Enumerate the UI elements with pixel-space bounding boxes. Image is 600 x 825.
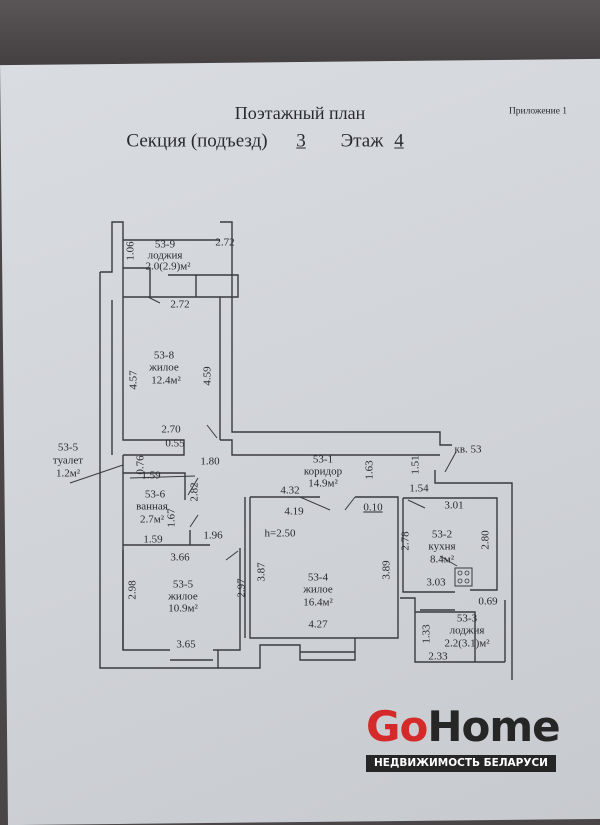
room-area: 8.4м²: [429, 553, 455, 566]
dimension: 3.87: [255, 562, 268, 582]
room-area: 10.9м²: [168, 602, 198, 615]
dimension: 0.55: [165, 437, 185, 450]
room-id: 53-2: [431, 528, 453, 541]
dimension: 3.89: [380, 560, 393, 580]
ceiling-height: h=2.50: [264, 527, 296, 540]
dimension: 2.72: [215, 236, 235, 249]
dimension: 2.80: [479, 530, 492, 550]
gohome-logo: GoHome: [366, 706, 561, 748]
room-area: 2.0(2.9)м²: [145, 260, 191, 273]
floor-label: Этаж: [340, 130, 384, 152]
room-area: 2.7м²: [139, 513, 165, 526]
wall-pillar-top-right: [220, 221, 452, 446]
room-id: 53-5: [57, 441, 79, 454]
dimension: 1.67: [165, 508, 178, 528]
plan-title: Поэтажный план: [234, 103, 366, 123]
floor-plan-drawing: [69, 221, 513, 680]
loggia-53-9: [123, 239, 239, 298]
room-id: 53-1: [312, 453, 334, 466]
dimension: 4.57: [127, 370, 140, 390]
room-53-5: [122, 548, 241, 651]
dimension: 3.03: [426, 576, 446, 589]
room-type: коридор: [303, 465, 343, 478]
dimension: 2.33: [428, 650, 448, 663]
dimension: 2.72: [170, 298, 190, 311]
room-id: 53-9: [154, 238, 176, 251]
dimension: 2.82: [188, 482, 201, 502]
dimension: 1.96: [203, 529, 223, 542]
section-label: Секция (подъезд): [126, 130, 268, 152]
logo-part-go: Go: [366, 702, 428, 751]
room-type: лоджия: [449, 624, 485, 637]
dimension: 1.80: [200, 455, 220, 468]
dimension: 2.70: [161, 423, 181, 436]
room-53-8: [122, 296, 221, 456]
kitchen: [402, 470, 513, 680]
dimension: 2.97: [235, 578, 248, 598]
room-id: 53-3: [456, 612, 478, 625]
dimension: 4.27: [308, 618, 328, 631]
room-area: 14.9м²: [308, 477, 338, 490]
room-type: жилое: [168, 590, 198, 603]
dimension: 1.59: [143, 533, 163, 546]
outer-wall-left: [99, 221, 218, 669]
dimension: 4.19: [284, 505, 304, 518]
room-area: 12.4м²: [151, 374, 181, 387]
apartment-label: кв. 53: [454, 443, 482, 456]
door-swings: [129, 296, 458, 567]
floor-value: 4: [394, 130, 404, 152]
room-type: ванная: [136, 500, 168, 513]
dimension: 1.06: [124, 241, 137, 261]
section-value: 3: [296, 130, 306, 152]
room-area: 1.2м²: [55, 467, 81, 480]
dimension: 1.63: [363, 460, 376, 480]
corridor-wall: [220, 439, 440, 456]
dimension: 2.78: [399, 531, 412, 551]
dimension: 1.54: [409, 482, 429, 495]
room-id: 53-5: [172, 578, 194, 591]
room-area: 2.2(3.1)м²: [444, 637, 490, 650]
logo-part-home: Home: [427, 702, 560, 751]
dimension: 3.65: [176, 638, 196, 651]
room-type: кухня: [428, 540, 456, 553]
dimension: 2.98: [126, 580, 139, 600]
appendix-label: Приложение 1: [508, 106, 568, 117]
dimension: 0.69: [478, 595, 498, 608]
bottom-wall: [170, 638, 356, 669]
dimension: 3.66: [170, 551, 190, 564]
stove-icon: [454, 567, 473, 587]
loggia-53-3: [400, 597, 506, 663]
dimension: 1.33: [420, 624, 433, 644]
dimension: 3.01: [444, 499, 464, 512]
dimension: 4.59: [201, 366, 214, 386]
logo-tagline: НЕДВИЖИМОСТЬ БЕЛАРУСИ: [366, 755, 556, 772]
dimension: 4.32: [280, 484, 300, 497]
dimension: 1.59: [141, 469, 161, 482]
room-type: жилое: [303, 583, 333, 596]
room-id: 53-8: [153, 349, 175, 362]
leader-lines: [69, 451, 457, 484]
room-id: 53-4: [307, 571, 329, 584]
room-id: 53-6: [144, 488, 166, 501]
dimension: 0.10: [363, 501, 383, 514]
room-area: 16.4м²: [303, 596, 333, 609]
room-type: жилое: [149, 361, 179, 374]
room-53-4: [244, 496, 399, 639]
room-type: туалет: [52, 454, 84, 467]
dimension: 1.51: [409, 455, 422, 475]
room-type: лоджия: [147, 249, 183, 262]
